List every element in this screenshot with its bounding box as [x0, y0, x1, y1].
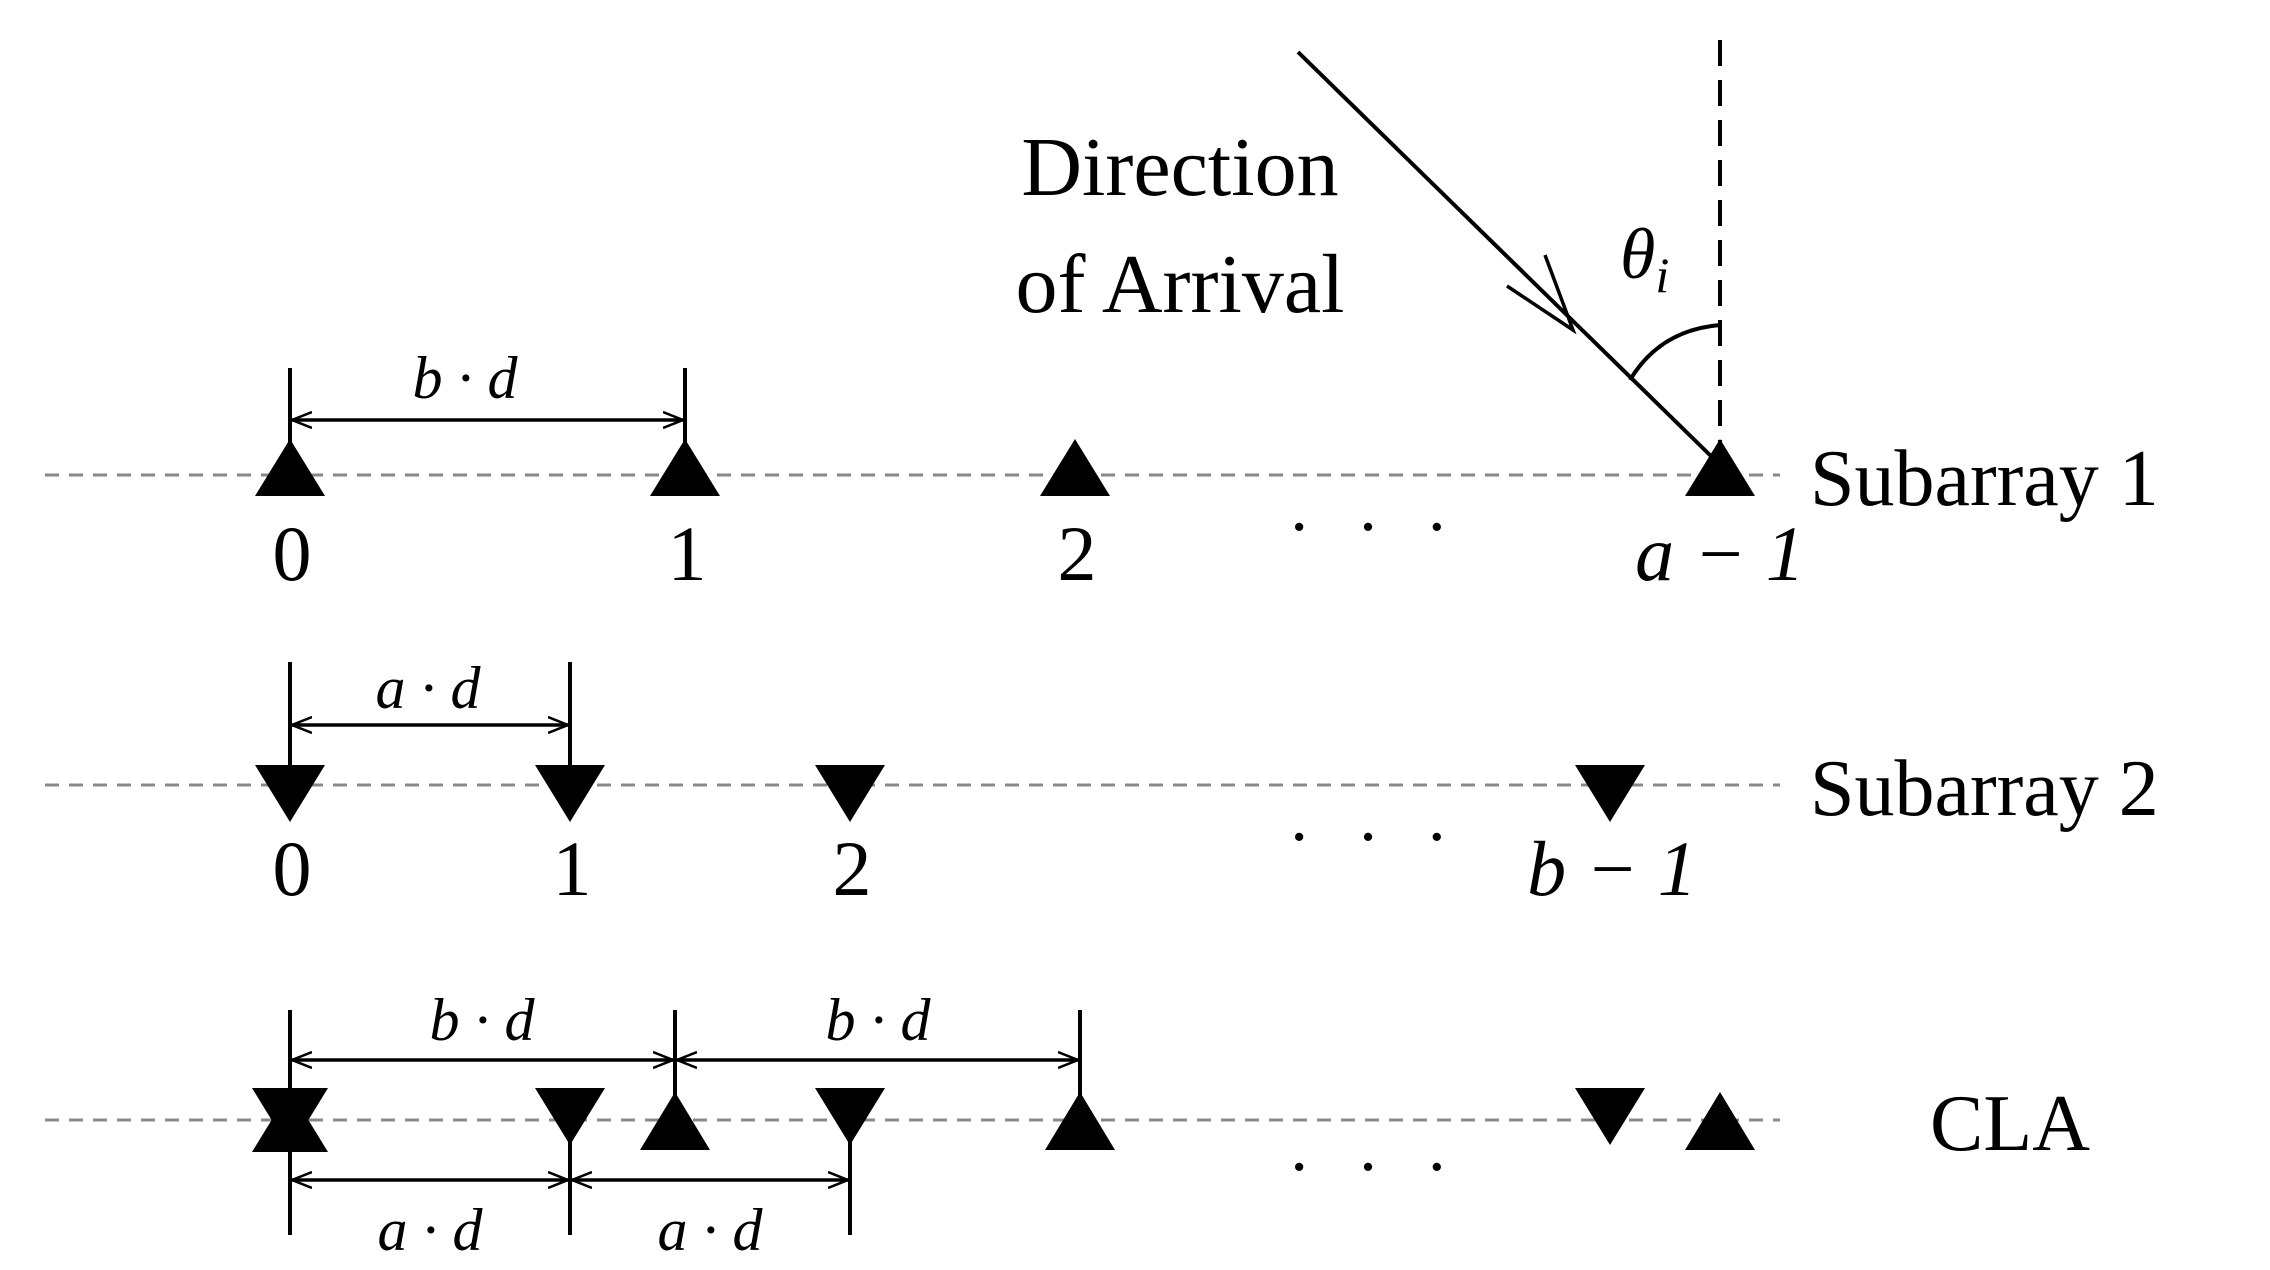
spacing-label: a · d: [376, 655, 482, 721]
sensor-down-triangle: [1575, 1088, 1645, 1145]
sensor-up-triangle: [1685, 1092, 1755, 1150]
cla-row: b · d b · d a · d a · d · · · CLA: [45, 987, 2090, 1263]
sensor-down-triangle: [255, 765, 325, 822]
sensor-down-triangle: [535, 1088, 605, 1145]
sensor-down-triangle: [535, 765, 605, 822]
sensor-index: b − 1: [1527, 825, 1697, 912]
sensor-up-triangle: [255, 439, 325, 496]
spacing-label: b · d: [826, 987, 932, 1053]
cla-label: CLA: [1930, 1080, 2090, 1168]
subarray-1-label: Subarray 1: [1810, 435, 2159, 523]
spacing-label: b · d: [413, 345, 519, 411]
spacing-label: a · d: [378, 1197, 484, 1263]
sensor-index: 0: [273, 510, 312, 597]
sensor-index: a − 1: [1635, 510, 1805, 597]
direction-label-line1: Direction: [1021, 121, 1338, 214]
sensor-down-triangle: [815, 1088, 885, 1145]
sensor-index: 2: [1058, 510, 1097, 597]
sensor-index: 2: [833, 825, 872, 912]
sensor-index: 1: [668, 510, 707, 597]
ellipsis: · · ·: [1288, 799, 1463, 876]
sensor-up-triangle: [1685, 439, 1755, 496]
direction-of-arrival: θi Direction of Arrival: [1016, 40, 1722, 462]
sensor-down-triangle: [1575, 765, 1645, 822]
sensor-index: 1: [553, 825, 592, 912]
sensor-index: 0: [273, 825, 312, 912]
subarray-2-row: a · d 0 1 2 b − 1 · · · Subarray 2: [45, 655, 2159, 912]
spacing-label: b · d: [430, 987, 536, 1053]
sensor-down-triangle: [252, 1088, 328, 1150]
ellipsis: · · ·: [1288, 489, 1463, 566]
ellipsis: · · ·: [1288, 1129, 1463, 1206]
direction-label-line2: of Arrival: [1016, 238, 1345, 331]
subarray-2-label: Subarray 2: [1810, 745, 2159, 833]
arrival-arrowhead: [1506, 254, 1577, 335]
sensor-up-triangle: [1040, 439, 1110, 496]
sensor-up-triangle: [1045, 1092, 1115, 1150]
sensor-up-triangle: [650, 439, 720, 496]
sensor-down-triangle: [815, 765, 885, 822]
subarray-1-row: b · d 0 1 2 a − 1 · · · Subarray 1: [45, 345, 2159, 597]
angle-label: θi: [1620, 214, 1669, 303]
sensor-up-triangle: [640, 1092, 710, 1150]
arrival-ray: [1296, 50, 1717, 462]
spacing-label: a · d: [658, 1197, 764, 1263]
angle-arc: [1628, 323, 1721, 382]
